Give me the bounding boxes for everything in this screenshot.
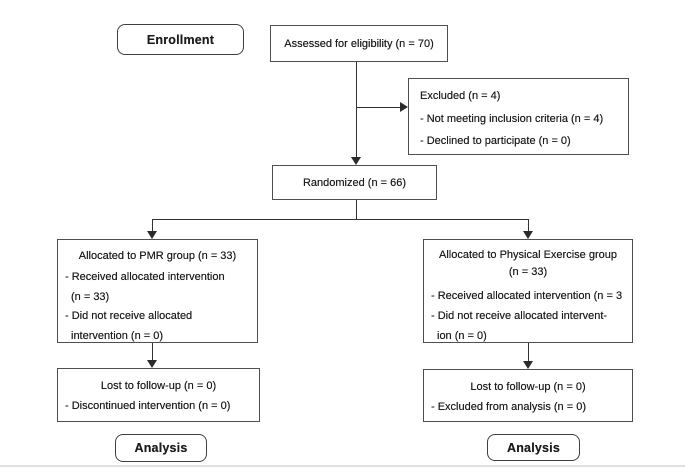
assessed-text: Assessed for eligibility (n = 70) (284, 37, 434, 50)
connector-randomized-to-split (355, 200, 357, 220)
connector-pmr-to-followup (151, 343, 153, 361)
exercise-followup-line: - Excluded from analysis (n = 0) (431, 401, 586, 413)
enrollment-label-text: Enrollment (146, 32, 215, 47)
pmr-followup-line: - Discontinued intervention (n = 0) (65, 400, 231, 412)
exercise-allocation-line: - Received allocated intervention (n = 3 (431, 290, 623, 302)
scan-edge-artifact (0, 465, 685, 467)
pmr-allocation-line: intervention (n = 0) (71, 329, 164, 342)
exercise-followup-title: Lost to follow-up (n = 0) (470, 381, 586, 393)
pmr-allocation-box: Allocated to PMR group (n = 33) - Receiv… (57, 239, 258, 343)
analysis-label-left-text: Analysis (134, 441, 188, 455)
exercise-allocation-line: - Did not receive allocated intervent- (431, 310, 608, 322)
connector-assessed-to-randomized (355, 62, 357, 158)
exercise-followup-box: Lost to follow-up (n = 0) - Excluded fro… (423, 369, 633, 422)
pmr-followup-title: Lost to follow-up (n = 0) (100, 380, 217, 392)
excluded-title: Excluded (n = 4) (420, 90, 501, 102)
arrow-down-icon (523, 231, 533, 239)
pmr-allocation-line: (n = 33) (71, 290, 110, 303)
randomized-text: Randomized (n = 66) (302, 176, 407, 189)
exercise-allocation-line: ion (n = 0) (437, 330, 487, 342)
exercise-allocation-title-line1: Allocated to Physical Exercise group (439, 249, 617, 261)
connector-split-horizontal (151, 218, 529, 220)
pmr-allocation-line: - Did not receive allocated (65, 310, 193, 322)
assessed-box: Assessed for eligibility (n = 70) (270, 25, 448, 62)
excluded-item: - Declined to participate (n = 0) (420, 135, 571, 147)
pmr-allocation-title: Allocated to PMR group (n = 33) (78, 250, 237, 262)
arrow-right-icon (400, 102, 408, 112)
exercise-allocation-box: Allocated to Physical Exercise group (n … (423, 239, 633, 343)
connector-split-to-pmr (151, 219, 153, 232)
excluded-item: - Not meeting inclusion criteria (n = 4) (420, 112, 604, 125)
connector-split-to-exercise (527, 219, 529, 232)
connector-exercise-to-followup (527, 343, 529, 362)
arrow-down-icon (523, 361, 533, 369)
arrow-down-icon (147, 231, 157, 239)
arrow-down-icon (351, 157, 361, 165)
pmr-followup-box: Lost to follow-up (n = 0) - Discontinued… (57, 368, 260, 422)
exercise-allocation-title-line2: (n = 33) (508, 265, 548, 278)
excluded-box: Excluded (n = 4) - Not meeting inclusion… (408, 78, 629, 155)
analysis-label-left: Analysis (115, 434, 207, 462)
analysis-label-right-text: Analysis (506, 440, 561, 455)
randomized-box: Randomized (n = 66) (272, 165, 437, 200)
enrollment-label: Enrollment (117, 24, 244, 55)
connector-to-excluded (356, 106, 401, 108)
arrow-down-icon (147, 360, 157, 368)
analysis-label-right: Analysis (487, 434, 580, 461)
pmr-allocation-line: - Received allocated intervention (65, 271, 225, 283)
